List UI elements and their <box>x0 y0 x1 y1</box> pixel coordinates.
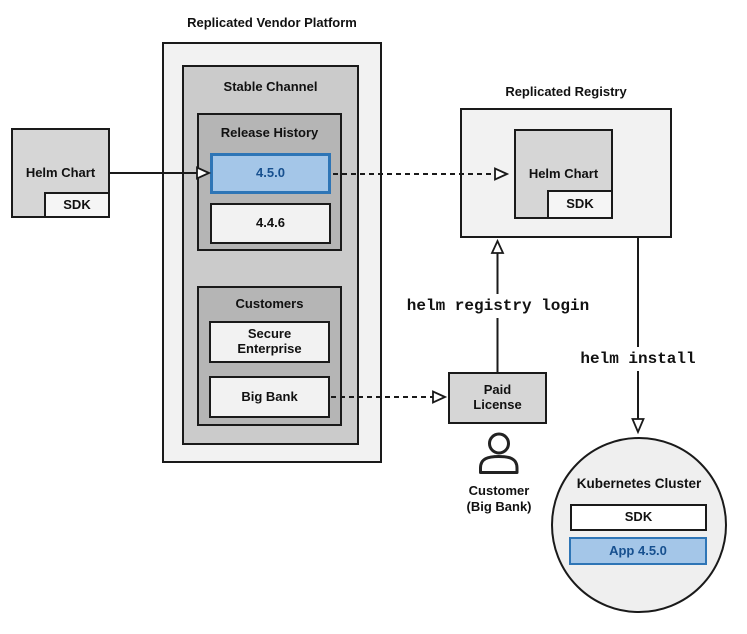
customer-item-big-bank: Big Bank <box>209 376 330 418</box>
cluster-sdk-label: SDK <box>624 509 653 525</box>
cmd-helm-install: helm install <box>573 347 703 371</box>
release-history-title: Release History <box>220 125 319 140</box>
registry-helm-chart-box: Helm Chart SDK <box>514 129 613 219</box>
customers-title: Customers <box>235 296 304 311</box>
cluster-sdk-box: SDK <box>570 504 707 531</box>
release-item-446: 4.4.6 <box>210 203 331 244</box>
source-helm-chart-label: Helm Chart <box>25 164 96 180</box>
arrow-helm-install <box>631 238 645 435</box>
cluster-app-label: App 4.5.0 <box>609 542 667 558</box>
source-sdk-box: SDK <box>44 192 110 218</box>
vendor-platform-title: Replicated Vendor Platform <box>187 15 357 30</box>
release-item-450: 4.5.0 <box>210 153 331 194</box>
paid-license-label: Paid License <box>473 382 522 412</box>
k8s-cluster-title: Kubernetes Cluster <box>576 476 702 491</box>
release-450-label: 4.5.0 <box>256 165 285 181</box>
stable-channel-title: Stable Channel <box>223 79 318 94</box>
registry-helm-chart-label: Helm Chart <box>528 165 599 181</box>
customer-label: Customer <box>468 483 530 498</box>
customer-person-icon <box>479 432 519 474</box>
cluster-app-box: App 4.5.0 <box>569 537 707 565</box>
customer-caption: Customer (Big Bank) <box>449 483 549 516</box>
registry-sdk-label: SDK <box>566 196 594 212</box>
source-helm-chart-box: Helm Chart SDK <box>11 128 110 218</box>
source-sdk-label: SDK <box>63 196 91 212</box>
secure-enterprise-label: Secure Enterprise <box>237 326 302 356</box>
customer-sublabel: (Big Bank) <box>466 499 532 515</box>
registry-sdk-box: SDK <box>547 190 613 219</box>
cmd-helm-registry-login: helm registry login <box>399 294 597 318</box>
customer-item-secure-enterprise: Secure Enterprise <box>209 321 330 363</box>
big-bank-label: Big Bank <box>241 388 298 404</box>
registry-title: Replicated Registry <box>505 84 627 99</box>
paid-license-box: Paid License <box>448 372 547 424</box>
release-446-label: 4.4.6 <box>256 215 285 231</box>
